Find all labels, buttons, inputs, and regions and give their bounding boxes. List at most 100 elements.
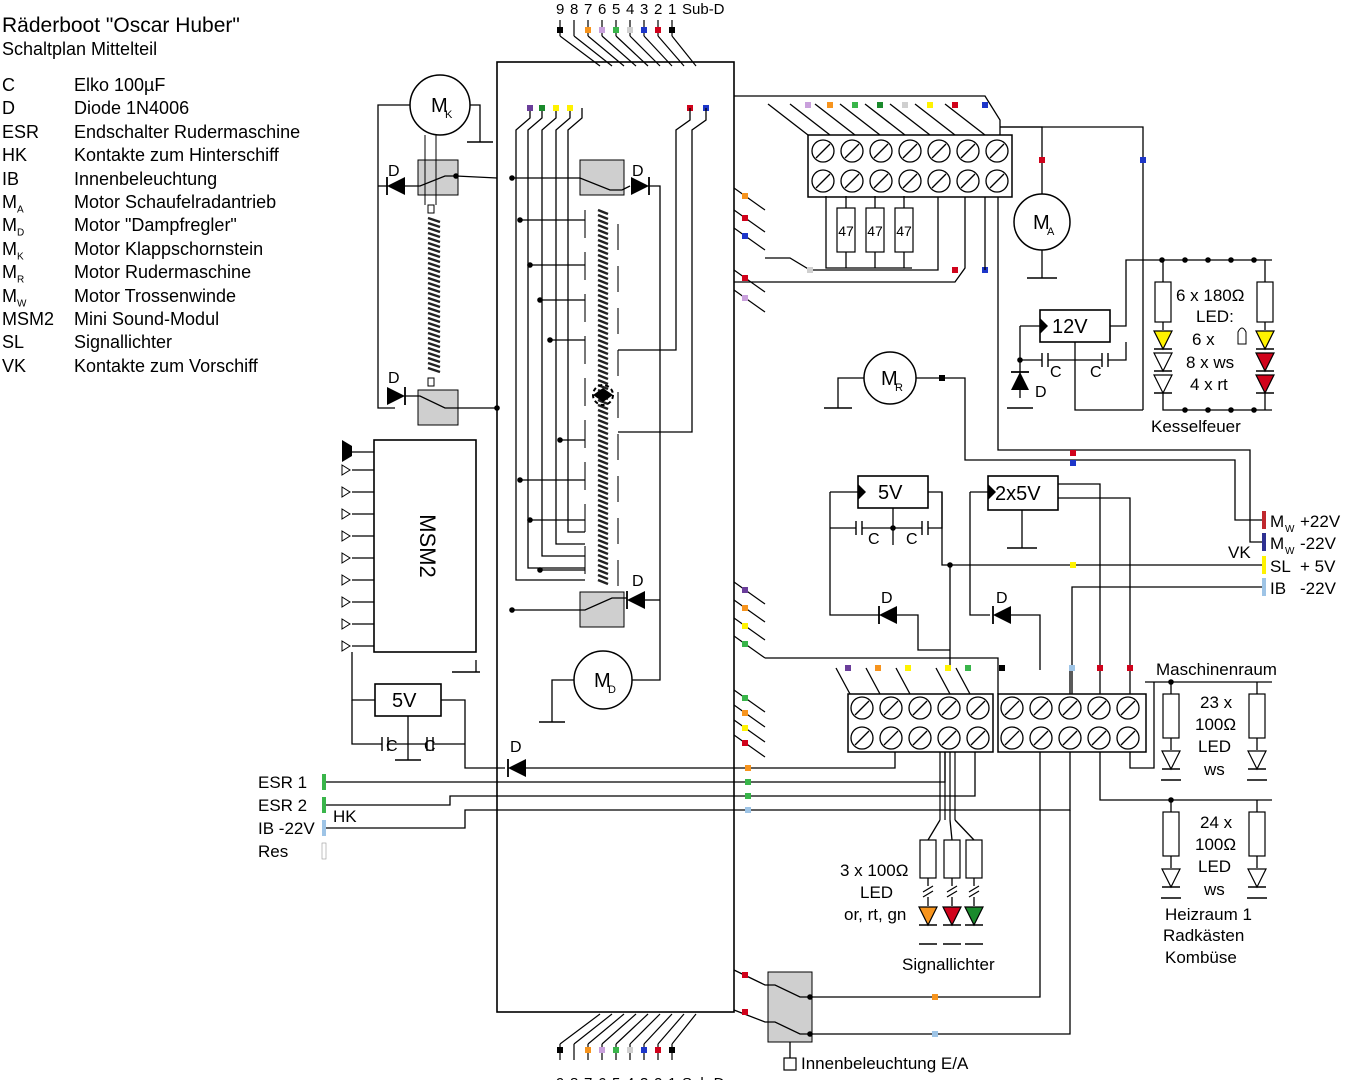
spindle-hatch [597,308,609,316]
resistor-100 [919,839,937,879]
wire-color-marker [902,102,908,108]
main-board-frame [496,61,735,1013]
wire [895,667,911,695]
wire [326,752,976,806]
subd-fan-line [559,1013,601,1045]
wire-color-marker [845,665,851,671]
output-connector [1262,533,1266,551]
maschinenraum-caption: Maschinenraum [1156,660,1277,679]
junction-dot [517,477,523,483]
subd-fan-line [601,35,637,67]
diode-label: D [1035,384,1047,401]
spindle-hatch [427,236,441,244]
spindle-hatch [427,336,441,344]
wire [632,185,661,681]
wire [326,752,946,783]
legend-abbr-sub: W [17,298,27,310]
spindle-hatch [597,443,609,451]
wire [1058,483,1101,670]
legend-abbr: MK [2,238,24,263]
spindle-hatch [597,358,609,366]
spindle-hatch [597,223,609,231]
spindle-hatch [427,366,441,374]
wire-color-marker [742,740,748,746]
spindle-hatch [597,368,609,376]
input-connector [322,820,326,836]
schematic-title: Räderboot "Oscar Huber" [2,14,240,37]
wire-color-marker [875,665,881,671]
subd-fan-line [657,35,685,67]
spindle-hatch [597,258,609,266]
terminal-slot [1004,730,1020,746]
spindle-hatch [597,553,609,561]
terminal-slot [1091,730,1107,746]
led-white [1161,868,1181,889]
resistor-180 [1154,281,1172,323]
wire-break [946,890,958,898]
spindle-hatch [597,408,609,416]
wire [1074,342,1143,411]
legend-abbr: MD [2,215,25,239]
junction-dot [1159,257,1165,263]
spindle-hatch [597,523,609,531]
terminal-slot [873,173,889,189]
resistor-label: 47 [867,223,883,239]
wire [1000,126,1144,260]
spindle-hatch [597,363,609,371]
spindle-hatch [597,488,609,496]
subd-pin-number: 8 [570,1,578,18]
legend-abbr-sub: R [17,274,25,286]
spindle-hatch [597,473,609,481]
wire [810,810,1071,1035]
wire [512,597,627,611]
subd-pin-marker [669,27,675,33]
heizraum-caption: Kombüse [1165,948,1237,967]
subd-fan-line [615,35,649,67]
diode-md-lower [627,591,645,609]
wire [864,103,906,136]
led-yellow [1255,330,1275,351]
output-label: M [1270,512,1284,531]
led-white [1247,868,1267,889]
spindle-hatch [427,226,441,234]
spindle-hatch [427,231,441,239]
motor-mr-letter: M [881,368,898,390]
spindle-hatch [597,333,609,341]
innenbeleuchtung-label: Innenbeleuchtung E/A [801,1054,969,1073]
subd-fan-line [643,35,673,67]
wire [997,197,1262,543]
output-value: + 5V [1300,557,1336,576]
resistor-100 [1248,811,1266,857]
wire-color-marker [1039,157,1045,163]
spindle-hatch [597,413,609,421]
junction-dot [890,525,896,531]
wire [949,819,953,841]
junction-dot [1205,257,1211,263]
wire-color-marker [742,623,748,629]
terminal-slot [844,143,860,159]
legend-abbr: MSM2 [2,308,55,329]
spindle-hatch [597,503,609,511]
legend-abbr: MW [2,285,27,310]
subd-pin-number: 4 [626,1,634,18]
maschinenraum-text: 23 x [1200,693,1233,712]
wire [954,819,975,841]
terminal-slot [941,700,957,716]
spindle-hatch [597,238,609,246]
subd-fan-line [629,35,661,67]
spindle-hatch [427,331,441,339]
capacitor-label: C [906,531,918,548]
subd-pin-number: 5 [612,1,620,18]
regulator-label: 2x5V [995,483,1041,505]
wire [551,679,574,722]
terminal-slot [815,143,831,159]
spindle-hatch [597,298,609,306]
spindle-hatch [427,321,441,329]
